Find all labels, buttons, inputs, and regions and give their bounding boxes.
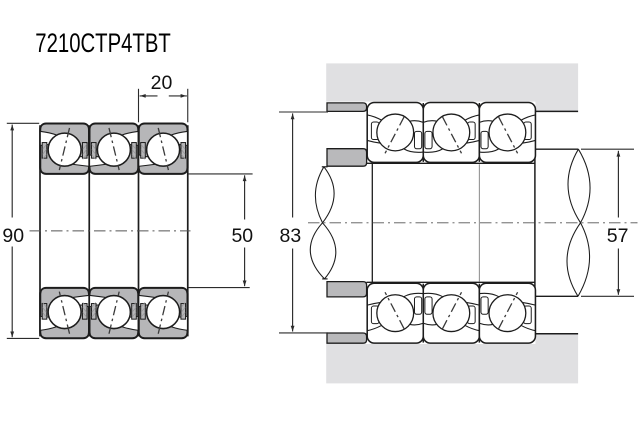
svg-text:20: 20 bbox=[151, 72, 173, 94]
svg-text:50: 50 bbox=[231, 225, 253, 247]
svg-text:90: 90 bbox=[2, 225, 24, 247]
svg-text:7210CTP4TBT: 7210CTP4TBT bbox=[35, 27, 171, 58]
svg-text:57: 57 bbox=[607, 225, 629, 247]
svg-text:83: 83 bbox=[280, 225, 302, 247]
